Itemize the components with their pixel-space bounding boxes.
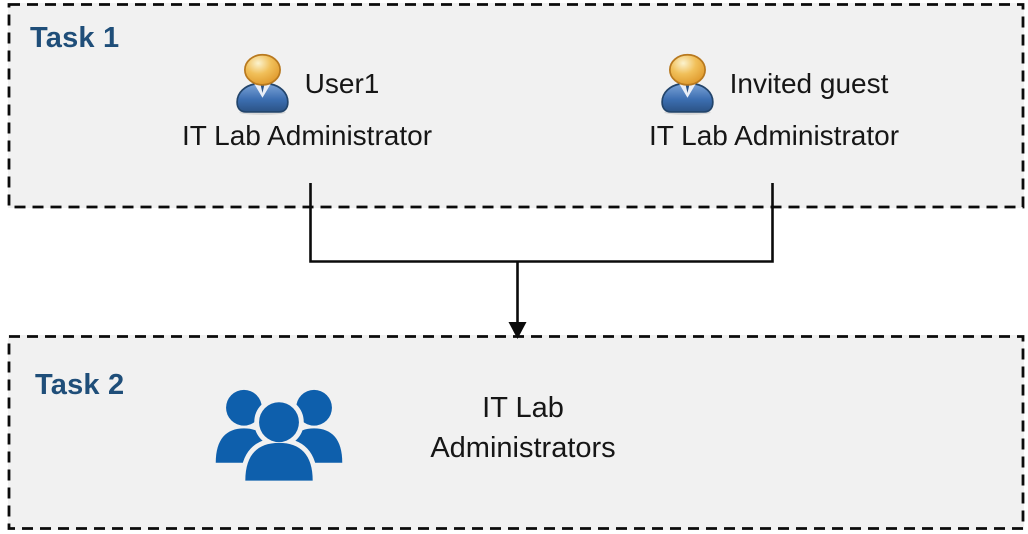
- group-name-line1: IT Lab: [482, 392, 564, 424]
- task2-label: Task 2: [35, 369, 125, 401]
- invited-guest-role: IT Lab Administrator: [648, 120, 900, 151]
- person-icon: [235, 53, 290, 115]
- invited-guest-name: Invited guest: [729, 68, 889, 99]
- person-icon: [660, 53, 715, 115]
- group-name: IT Lab Administrators: [430, 388, 615, 468]
- people-group-icon: [213, 387, 345, 489]
- user-block-invited-guest: Invited guest IT Lab Administrator: [649, 51, 899, 152]
- user1-role: IT Lab Administrator: [181, 120, 433, 151]
- user1-name: User1: [304, 68, 380, 99]
- invited-guest-row: Invited guest: [660, 51, 889, 117]
- user1-row: User1: [235, 51, 380, 117]
- group-name-line2: Administrators: [430, 432, 616, 464]
- task1-box: Task 1 User1 IT Lab Administrator Invite…: [8, 3, 1024, 208]
- task1-label: Task 1: [30, 22, 120, 54]
- task2-box: Task 2 IT Lab Administrators: [8, 335, 1024, 530]
- user-block-user1: User1 IT Lab Administrator: [182, 51, 432, 152]
